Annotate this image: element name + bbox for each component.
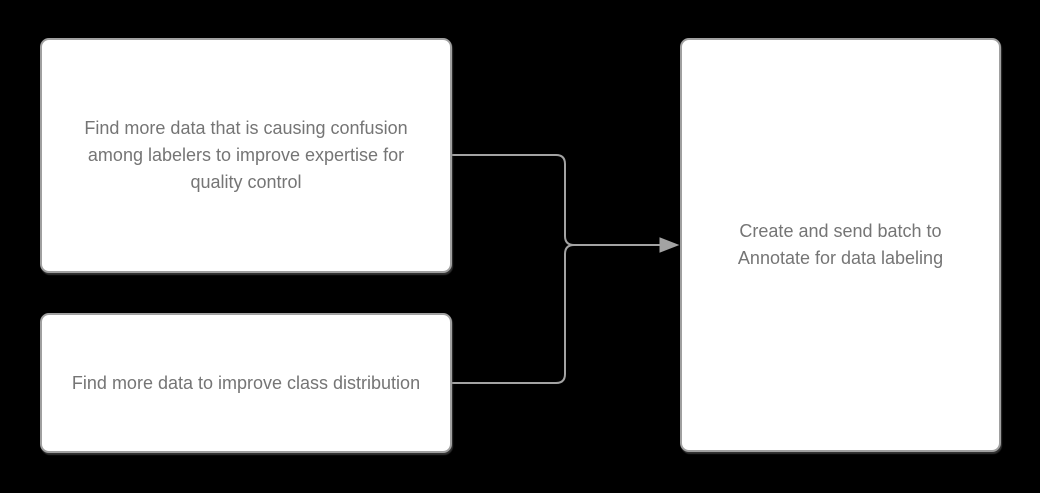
- node-class-distribution-label: Find more data to improve class distribu…: [71, 372, 421, 393]
- node-annotate-batch: Create and send batch to Annotate for da…: [680, 38, 1001, 452]
- arrow-head-icon: [659, 237, 680, 253]
- node-confusion-data: Find more data that is causing confusion…: [40, 38, 452, 273]
- node-confusion-data-label: Find more data that is causing confusion…: [84, 118, 408, 192]
- node-annotate-batch-label: Create and send batch to Annotate for da…: [737, 221, 944, 268]
- edge-distribution-to-annotate: [450, 244, 575, 384]
- edge-confusion-to-annotate: [450, 154, 575, 246]
- node-class-distribution: Find more data to improve class distribu…: [40, 313, 452, 453]
